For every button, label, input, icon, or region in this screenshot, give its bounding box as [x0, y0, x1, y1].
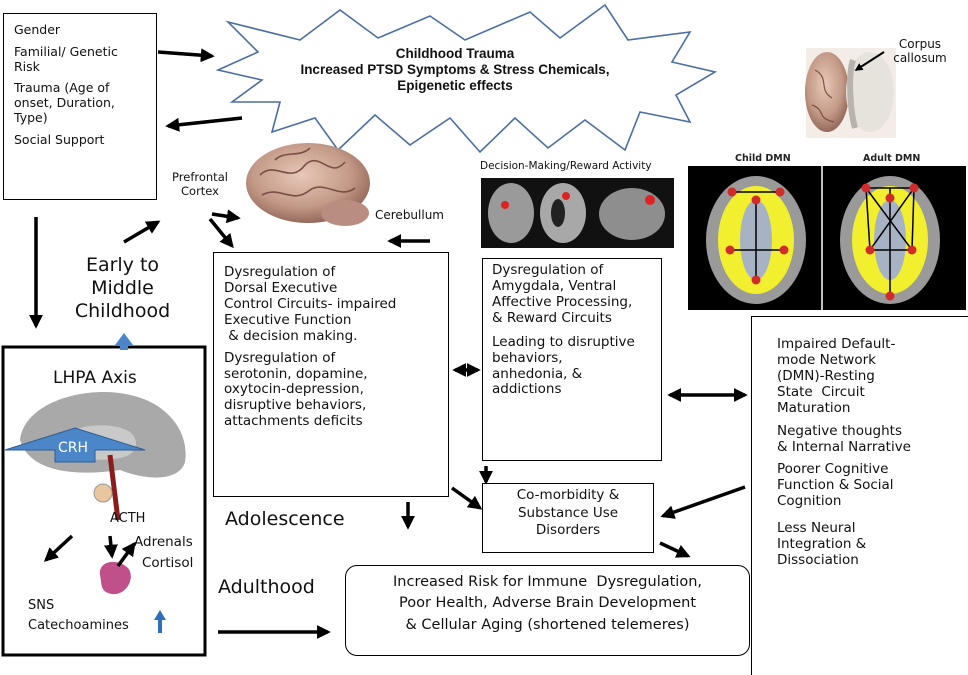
arrow-acth-right: [116, 541, 136, 568]
cortisol-label: Cortisol: [142, 555, 194, 571]
starburst-text: Childhood Trauma Increased PTSD Symptoms…: [300, 46, 610, 94]
risk-factors-box: Gender Familial/ Genetic Risk Trauma (Ag…: [3, 13, 157, 200]
catechoamines-up-arrow: [154, 610, 166, 633]
adolescence-label: Adolescence: [225, 508, 345, 530]
arrow-acth-left: [43, 534, 74, 562]
sns-label: SNS Catechoamines: [28, 598, 129, 634]
arrow-to-prefrontal: [123, 220, 161, 244]
starburst-line-3: Epigenetic effects: [397, 77, 513, 93]
amygdala-reward-box: Dysregulation of Amygdala, Ventral Affec…: [482, 258, 662, 461]
adult-dmn-label: Adult DMN: [863, 153, 921, 164]
comorbidity-box: Co-morbidity & Substance Use Disorders: [482, 483, 654, 553]
dmn-scan-image: [688, 166, 966, 310]
arrow-comorb-to-risk: [659, 541, 691, 558]
starburst-line-1: Childhood Trauma: [395, 46, 515, 61]
decision-reward-scan-image: [481, 178, 674, 248]
acth-label: ACTH: [110, 511, 146, 526]
lhpa-title: LHPA Axis: [53, 368, 137, 388]
increased-risk-box: Increased Risk for Immune Dysregulation,…: [345, 565, 750, 656]
arrow-to-dorsal: [208, 217, 234, 249]
lhpa-axis-box: [1, 345, 207, 657]
risk-item-genetic-2: Risk: [14, 58, 40, 74]
arrow-dorsal-to-comorb: [450, 486, 483, 510]
up-arrow-blue: [115, 333, 133, 350]
risk-item-trauma-2: onset, Duration,: [14, 95, 115, 110]
adrenals-label: Adrenals: [134, 534, 193, 550]
arrow-prefrontal-to-brain: [211, 209, 241, 224]
dmn-effects-box: Impaired Default- mode Network (DMN)-Res…: [751, 316, 968, 675]
cerebellum-label: Cerebullum: [375, 208, 444, 222]
early-middle-childhood-label: Early to Middle Childhood: [74, 254, 171, 323]
risk-item-trauma: Trauma (Age of: [14, 80, 110, 96]
arrow-trauma-to-risk: [165, 116, 243, 132]
brain-photo: [246, 143, 370, 226]
prefrontal-cortex-label: Prefrontal Cortex: [172, 170, 228, 198]
arrow-dmn-to-comorb: [660, 485, 746, 519]
arrow-risk-to-trauma: [157, 48, 215, 63]
risk-item-social: Social Support: [14, 131, 105, 147]
corpus-callosum-label: Corpus callosum: [893, 37, 947, 66]
risk-item-trauma-3: Type): [14, 109, 48, 125]
crh-arrow: [4, 427, 146, 463]
corpus-callosum-image: [805, 48, 896, 138]
risk-item-genetic: Familial/ Genetic: [14, 43, 118, 59]
arrow-corpus-callosum: [854, 51, 885, 71]
risk-item-gender: Gender: [14, 22, 61, 37]
childhood-trauma-starburst: [215, 3, 718, 154]
child-dmn-label: Child DMN: [735, 153, 791, 164]
decision-reward-label: Decision-Making/Reward Activity: [480, 160, 652, 172]
starburst-line-2: Increased PTSD Symptoms & Stress Chemica…: [300, 61, 610, 77]
arrow-acth-down: [103, 535, 118, 559]
dorsal-executive-box: Dysregulation of Dorsal Executive Contro…: [213, 252, 449, 497]
adulthood-label: Adulthood: [218, 576, 315, 598]
crh-label: CRH: [58, 440, 89, 456]
